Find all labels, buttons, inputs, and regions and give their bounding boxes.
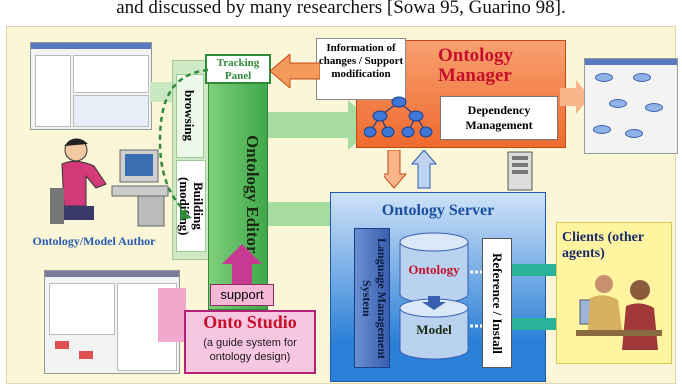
author-label: Ontology/Model Author: [32, 234, 156, 248]
model-db-label: Model: [416, 322, 452, 337]
ontology-manager-title: Ontology Manager: [438, 45, 513, 86]
onto-studio-box: [184, 310, 316, 374]
info-changes-label: Information of changes / Support modific…: [316, 38, 406, 100]
server-machine-icon: [507, 151, 533, 191]
ontology-cylinder-icon: [399, 232, 469, 360]
caption: and discussed by many researchers [Sowa …: [116, 0, 566, 18]
info-to-tracking-arrow: [270, 54, 320, 88]
ontology-server-title: Ontology Server: [381, 202, 495, 219]
onto-studio-title: Onto Studio: [203, 312, 297, 332]
language-management-label: Language Management System: [354, 228, 390, 368]
support-label: support: [210, 284, 274, 306]
editor-screenshot: [30, 42, 152, 130]
dependency-management-label: Dependency Management: [440, 96, 558, 140]
support-arrow: [222, 244, 262, 284]
ontology-db-label: Ontology: [408, 262, 460, 277]
clients-label: Clients (other agents): [562, 230, 644, 261]
reference-install-label: Reference / Install: [482, 238, 512, 368]
db-to-reference-connectors: [470, 270, 482, 328]
tracking-dashed-arrow: [158, 68, 209, 220]
ontology-tree-icon: [364, 96, 433, 138]
manager-server-arrows: [384, 150, 438, 189]
browsing-label: browsing: [176, 74, 204, 158]
author-figure-icon: [50, 138, 169, 227]
tracking-panel-label: Tracking Panel: [205, 54, 271, 84]
editor-to-manager-arrow: [268, 100, 376, 150]
clients-people-icon: [576, 275, 662, 350]
dependency-screenshot: [584, 58, 678, 154]
studio-screenshot: [44, 270, 180, 374]
onto-studio-subtitle: (a guide system for ontology design): [203, 337, 297, 363]
studio-pink-backing: [158, 288, 186, 342]
manager-to-screenshot-arrow: [560, 80, 590, 114]
